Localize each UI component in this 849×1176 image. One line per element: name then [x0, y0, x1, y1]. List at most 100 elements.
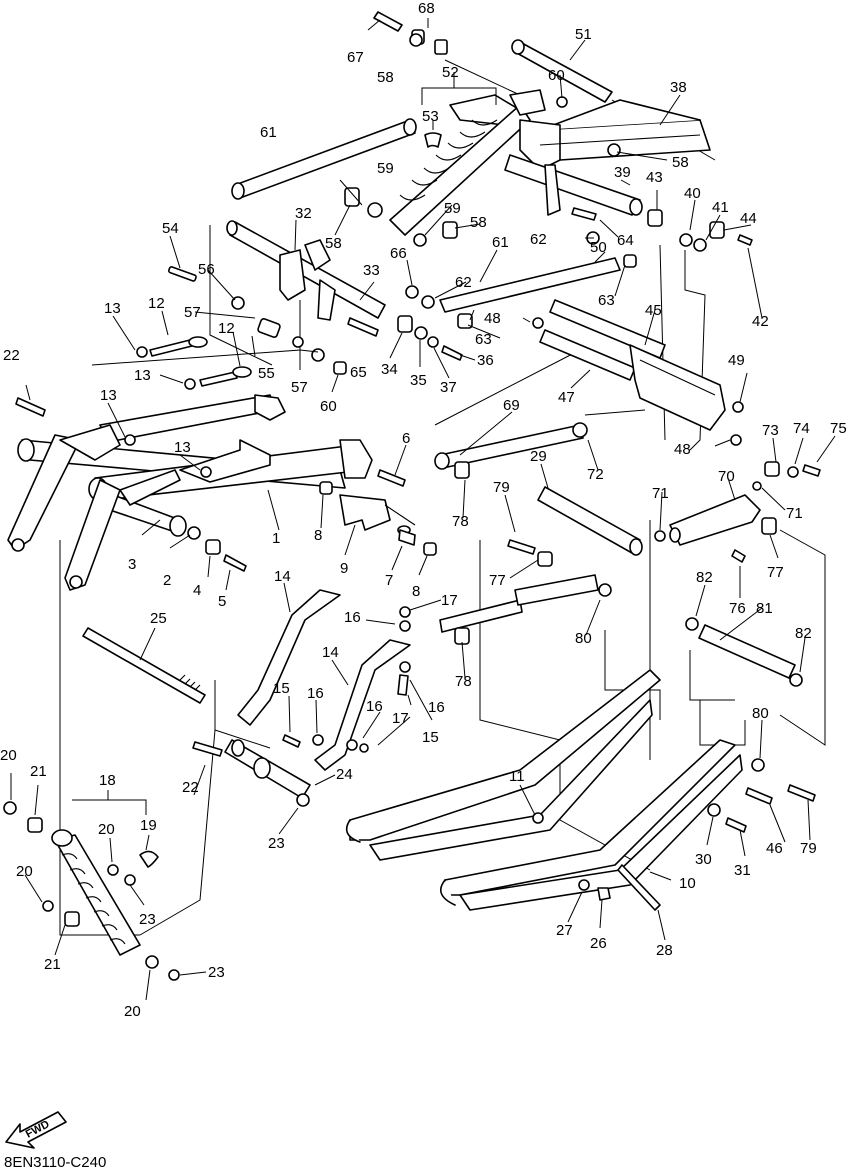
- rod-29: [537, 486, 643, 556]
- part-label-41: 41: [712, 199, 729, 216]
- part-label-52: 52: [442, 64, 459, 81]
- part-label-14a: 14: [274, 568, 291, 585]
- part-label-50: 50: [590, 239, 607, 256]
- part-label-53: 53: [422, 108, 439, 125]
- part-label-75: 75: [830, 420, 847, 437]
- part-label-6: 6: [402, 430, 410, 447]
- rear-upper-arm: [519, 99, 711, 171]
- arm-70: [669, 494, 761, 546]
- part-label-13a: 13: [104, 300, 121, 317]
- part-label-23a: 23: [268, 835, 285, 852]
- part-label-25: 25: [150, 610, 167, 627]
- part-label-10: 10: [679, 875, 696, 892]
- part-label-76: 76: [729, 600, 746, 617]
- part-label-32: 32: [295, 205, 312, 222]
- part-label-30: 30: [695, 851, 712, 868]
- lower-shock-absorber: [51, 829, 141, 956]
- part-label-20c: 20: [16, 863, 33, 880]
- part-label-15a: 15: [273, 680, 290, 697]
- part-label-13c: 13: [100, 387, 117, 404]
- part-label-9: 9: [340, 560, 348, 577]
- part-label-60a: 60: [548, 67, 565, 84]
- part-label-81: 81: [756, 600, 773, 617]
- part-label-80a: 80: [575, 630, 592, 647]
- part-label-64: 64: [617, 232, 634, 249]
- part-label-79a: 79: [493, 479, 510, 496]
- part-label-11: 11: [509, 768, 525, 785]
- part-label-71a: 71: [652, 485, 669, 502]
- part-label-16c: 16: [366, 698, 383, 715]
- part-label-38: 38: [670, 79, 687, 96]
- rod-61-lower: [439, 257, 621, 313]
- part-label-43: 43: [646, 169, 663, 186]
- part-label-29: 29: [530, 448, 547, 465]
- part-label-80b: 80: [752, 705, 769, 722]
- part-label-19: 19: [140, 817, 157, 834]
- part-label-3: 3: [128, 556, 136, 573]
- part-label-23c: 23: [208, 964, 225, 981]
- part-label-23b: 23: [139, 911, 156, 928]
- part-label-22a: 22: [3, 347, 20, 364]
- part-label-60b: 60: [320, 398, 337, 415]
- part-label-77a: 77: [489, 572, 506, 589]
- part-label-16d: 16: [428, 699, 445, 716]
- part-label-77b: 77: [767, 564, 784, 581]
- part-labels: 1 2 3 4 5 6 7 8 8 9 10 11 12 12 13 13 13…: [0, 0, 847, 1020]
- part-label-24: 24: [336, 766, 353, 783]
- part-label-74: 74: [793, 420, 810, 437]
- diagram-code: 8EN3110-C240: [4, 1154, 107, 1171]
- part-label-79b: 79: [800, 840, 817, 857]
- slide-rail-left: [345, 669, 661, 861]
- part-label-82b: 82: [795, 625, 812, 642]
- part-label-37: 37: [440, 379, 457, 396]
- part-label-14b: 14: [322, 644, 339, 661]
- part-label-46: 46: [766, 840, 783, 857]
- fwd-arrow: FWD: [5, 1111, 67, 1149]
- part-label-20d: 20: [124, 1003, 141, 1020]
- part-label-4: 4: [193, 582, 201, 599]
- part-label-70: 70: [718, 468, 735, 485]
- part-label-26: 26: [590, 935, 607, 952]
- part-label-49: 49: [728, 352, 745, 369]
- part-label-12a: 12: [148, 295, 165, 312]
- part-label-58d: 58: [672, 154, 689, 171]
- part-label-48a: 48: [484, 310, 501, 327]
- part-label-2: 2: [163, 572, 171, 589]
- part-label-34: 34: [381, 361, 398, 378]
- part-label-44: 44: [740, 210, 757, 227]
- part-label-33: 33: [363, 262, 380, 279]
- part-label-17b: 17: [392, 710, 409, 727]
- front-bracket: [339, 494, 416, 535]
- part-label-21a: 21: [30, 763, 47, 780]
- rod-51: [511, 39, 613, 103]
- part-label-40: 40: [684, 185, 701, 202]
- part-label-21b: 21: [44, 956, 61, 973]
- part-label-18: 18: [99, 772, 116, 789]
- rod-81: [698, 624, 796, 679]
- part-label-61b: 61: [492, 234, 509, 251]
- part-label-57b: 57: [291, 379, 308, 396]
- part-label-47: 47: [558, 389, 575, 406]
- part-label-28: 28: [656, 942, 673, 959]
- part-label-20a: 20: [0, 747, 17, 764]
- part-label-62b: 62: [455, 274, 472, 291]
- arm-14-right: [314, 639, 411, 771]
- part-label-27: 27: [556, 922, 573, 939]
- part-label-72: 72: [587, 466, 604, 483]
- part-label-15b: 15: [422, 729, 439, 746]
- part-label-68: 68: [418, 0, 435, 17]
- part-label-63b: 63: [475, 331, 492, 348]
- part-label-42: 42: [752, 313, 769, 330]
- part-label-36: 36: [477, 352, 494, 369]
- part-label-5: 5: [218, 593, 226, 610]
- part-label-67: 67: [347, 49, 364, 66]
- part-label-82a: 82: [696, 569, 713, 586]
- part-label-71b: 71: [786, 505, 803, 522]
- part-label-17a: 17: [441, 592, 458, 609]
- upper-shock-absorber: [389, 89, 546, 236]
- part-label-45: 45: [645, 302, 662, 319]
- part-label-61a: 61: [260, 124, 277, 141]
- part-label-13d: 13: [174, 439, 191, 456]
- front-tube-24: [224, 739, 311, 799]
- part-label-57a: 57: [184, 304, 201, 321]
